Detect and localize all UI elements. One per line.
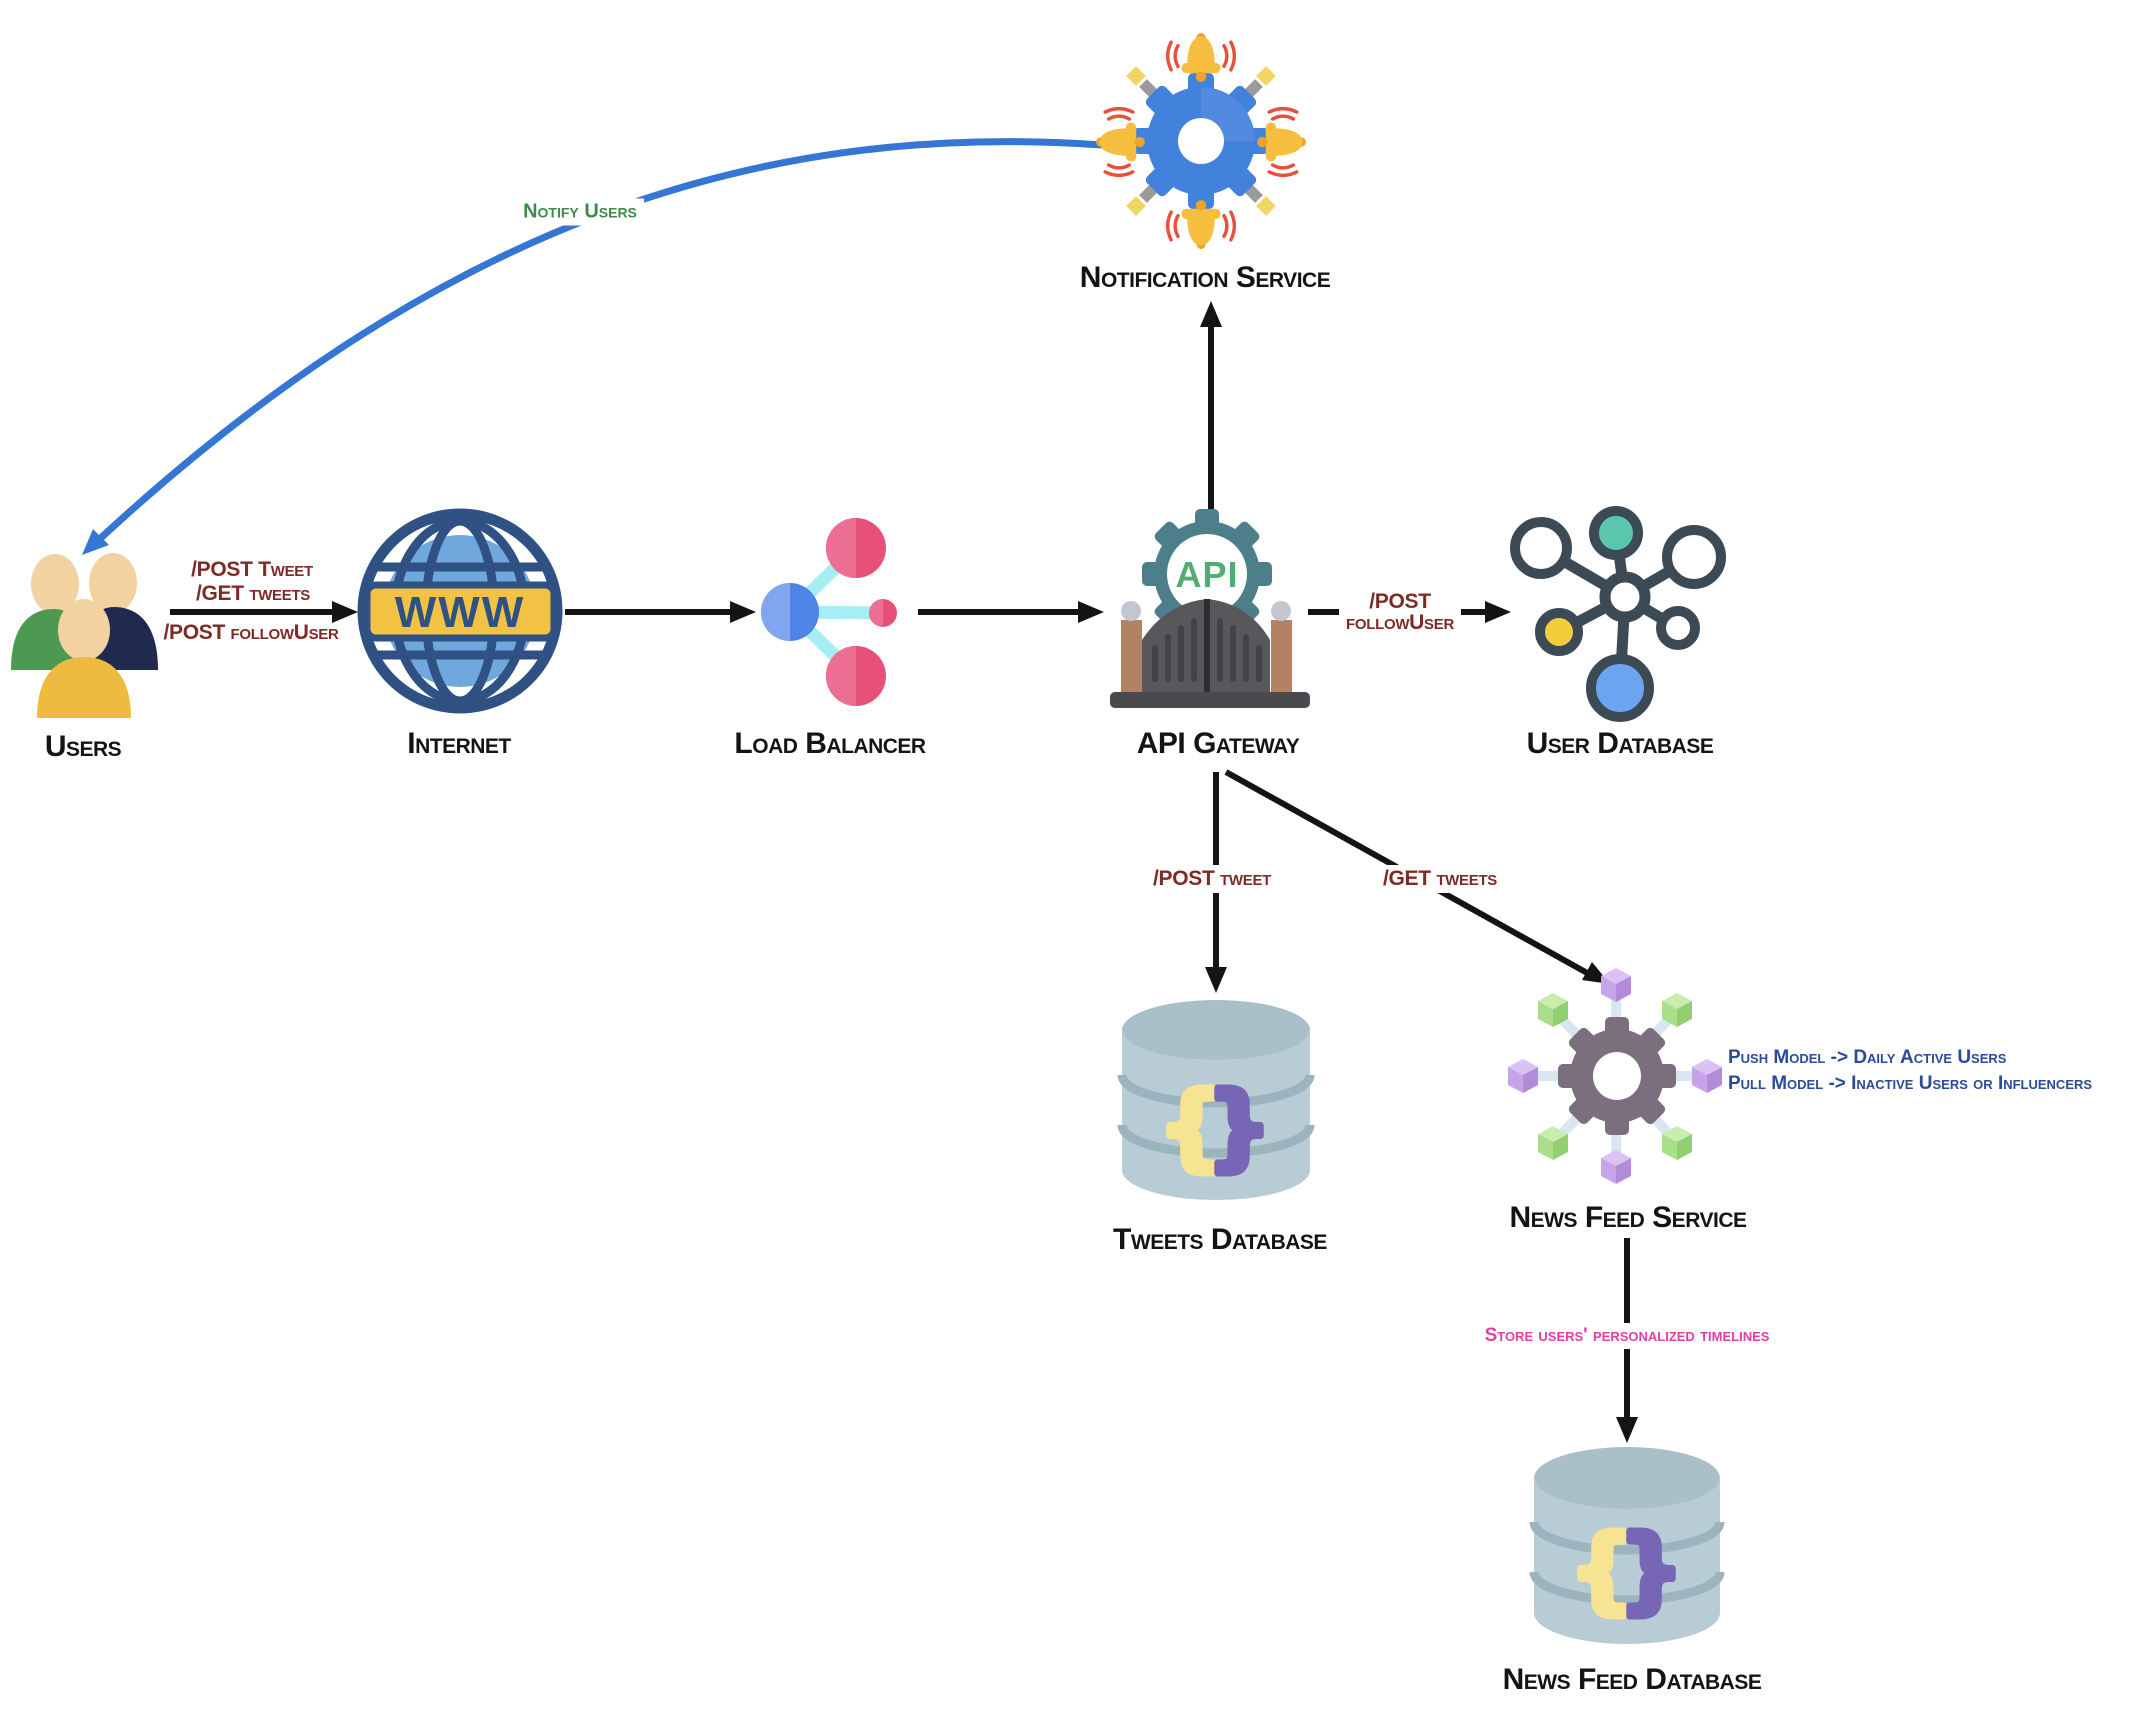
cube-icon [1601,968,1631,1002]
gear-bells-icon [1094,31,1308,251]
node-label-notification-service: Notification Service [1079,261,1331,294]
bell-icon [1165,31,1237,84]
globe-www-icon: WWW [357,508,563,714]
edge-label-line1: /POST [1369,590,1431,613]
push-model-line: Push Model -> Daily Active Users [1728,1047,2007,1068]
node-label-user-database: User Database [1526,727,1714,760]
edge-load-balancer-api-gateway [918,601,1104,623]
load-balancer-icon [761,518,897,706]
news-feed-models-annotation: Push Model -> Daily Active Users Pull Mo… [1728,1045,2092,1097]
people-group-icon [11,553,158,718]
edge-label-post-followuser-users: /POST followUser [163,621,339,644]
node-label-load-balancer: Load Balancer [734,727,926,760]
bell-icon [1255,106,1308,178]
api-text: API [1175,554,1238,595]
pull-model-line: Pull Model -> Inactive Users or Influenc… [1728,1073,2093,1094]
brace-open: { [1569,1516,1635,1623]
edge-users-internet [170,601,358,623]
node-label-internet: Internet [407,727,511,760]
brace-close: } [1206,1073,1272,1180]
api-gate-gear-icon: API [1110,509,1310,708]
edge-label-notify-users: Notify Users [516,198,644,226]
tweets-database-icon: { } [1117,1000,1315,1200]
cube-icon [1692,1059,1722,1093]
gear-cubes-icon [1508,968,1722,1184]
edge-label-get-tweets: /GET tweets [1375,865,1505,893]
cube-icon [1508,1059,1538,1093]
node-label-api-gateway: API Gateway [1136,727,1300,760]
edge-label-line2: followUser [1346,611,1454,634]
node-label-news-feed-service: News Feed Service [1509,1201,1748,1234]
node-label-tweets-database: Tweets Database [1113,1223,1327,1256]
node-label-news-feed-database: News Feed Database [1502,1663,1762,1696]
network-graph-icon [1510,506,1726,722]
edge-label-post-tweet-top: /POST Tweet [191,558,313,581]
brace-open: { [1158,1073,1224,1180]
edge-label-post-tweet: /POST tweet [1145,865,1279,893]
bell-icon [1165,198,1237,251]
edge-label-post-followuser: /POST followUser [1339,589,1461,635]
cube-icon [1601,1150,1631,1184]
www-text: WWW [395,588,526,637]
bell-icon [1094,106,1147,178]
edge-api-gateway-notification-service [1200,301,1222,516]
node-label-users: Users [44,730,122,763]
edge-label-store-timelines: Store users' personalized timelines [1477,1323,1777,1349]
news-feed-database-icon: { } [1529,1447,1725,1644]
edge-internet-load-balancer [565,601,756,623]
brace-close: } [1618,1516,1684,1623]
edge-label-get-tweets-top: /GET tweets [195,582,311,605]
